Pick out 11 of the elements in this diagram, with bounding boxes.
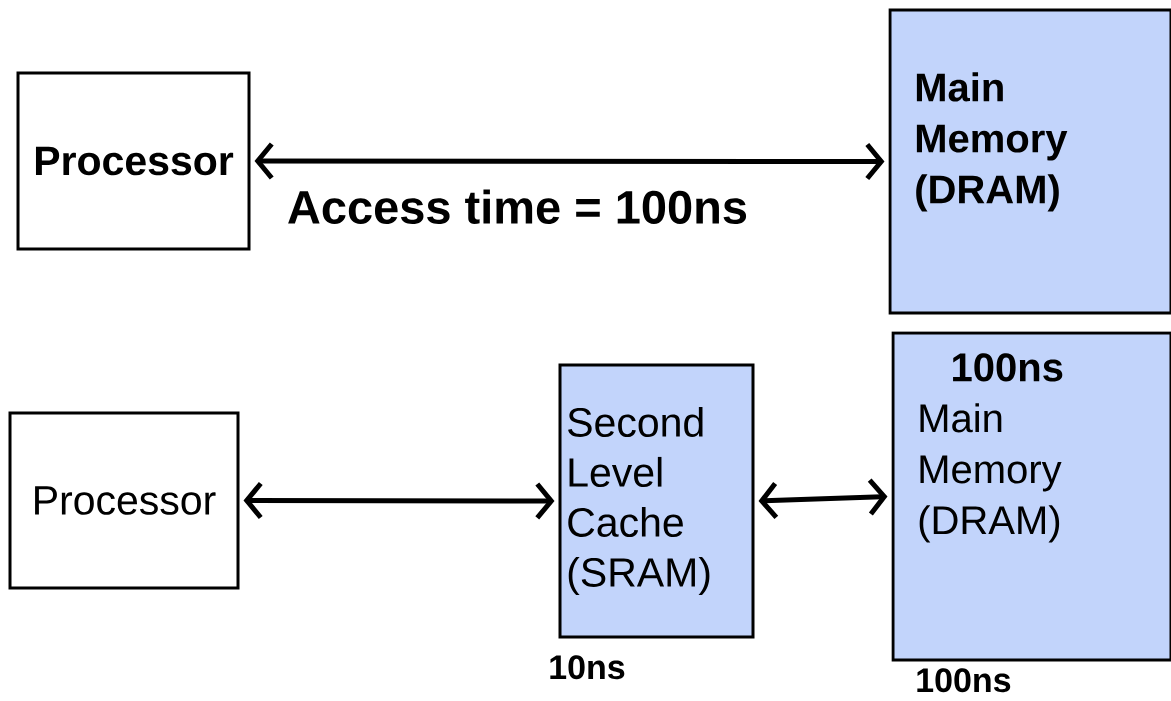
memory-box: Main Memory (DRAM) (888, 8, 1171, 315)
arrow (243, 481, 555, 520)
processor-box: Processor (8, 411, 240, 590)
edge-label: Access time = 100ns (288, 189, 747, 224)
arrow (758, 478, 888, 520)
memory-box: 100ns Main Memory (DRAM) (891, 331, 1171, 662)
processor-box: Processor (16, 71, 251, 251)
time-label: 100ns (917, 668, 1011, 693)
cache-box: Second Level Cache (SRAM) (558, 363, 755, 639)
time-label: 10ns (550, 655, 625, 680)
arrow (254, 142, 885, 181)
